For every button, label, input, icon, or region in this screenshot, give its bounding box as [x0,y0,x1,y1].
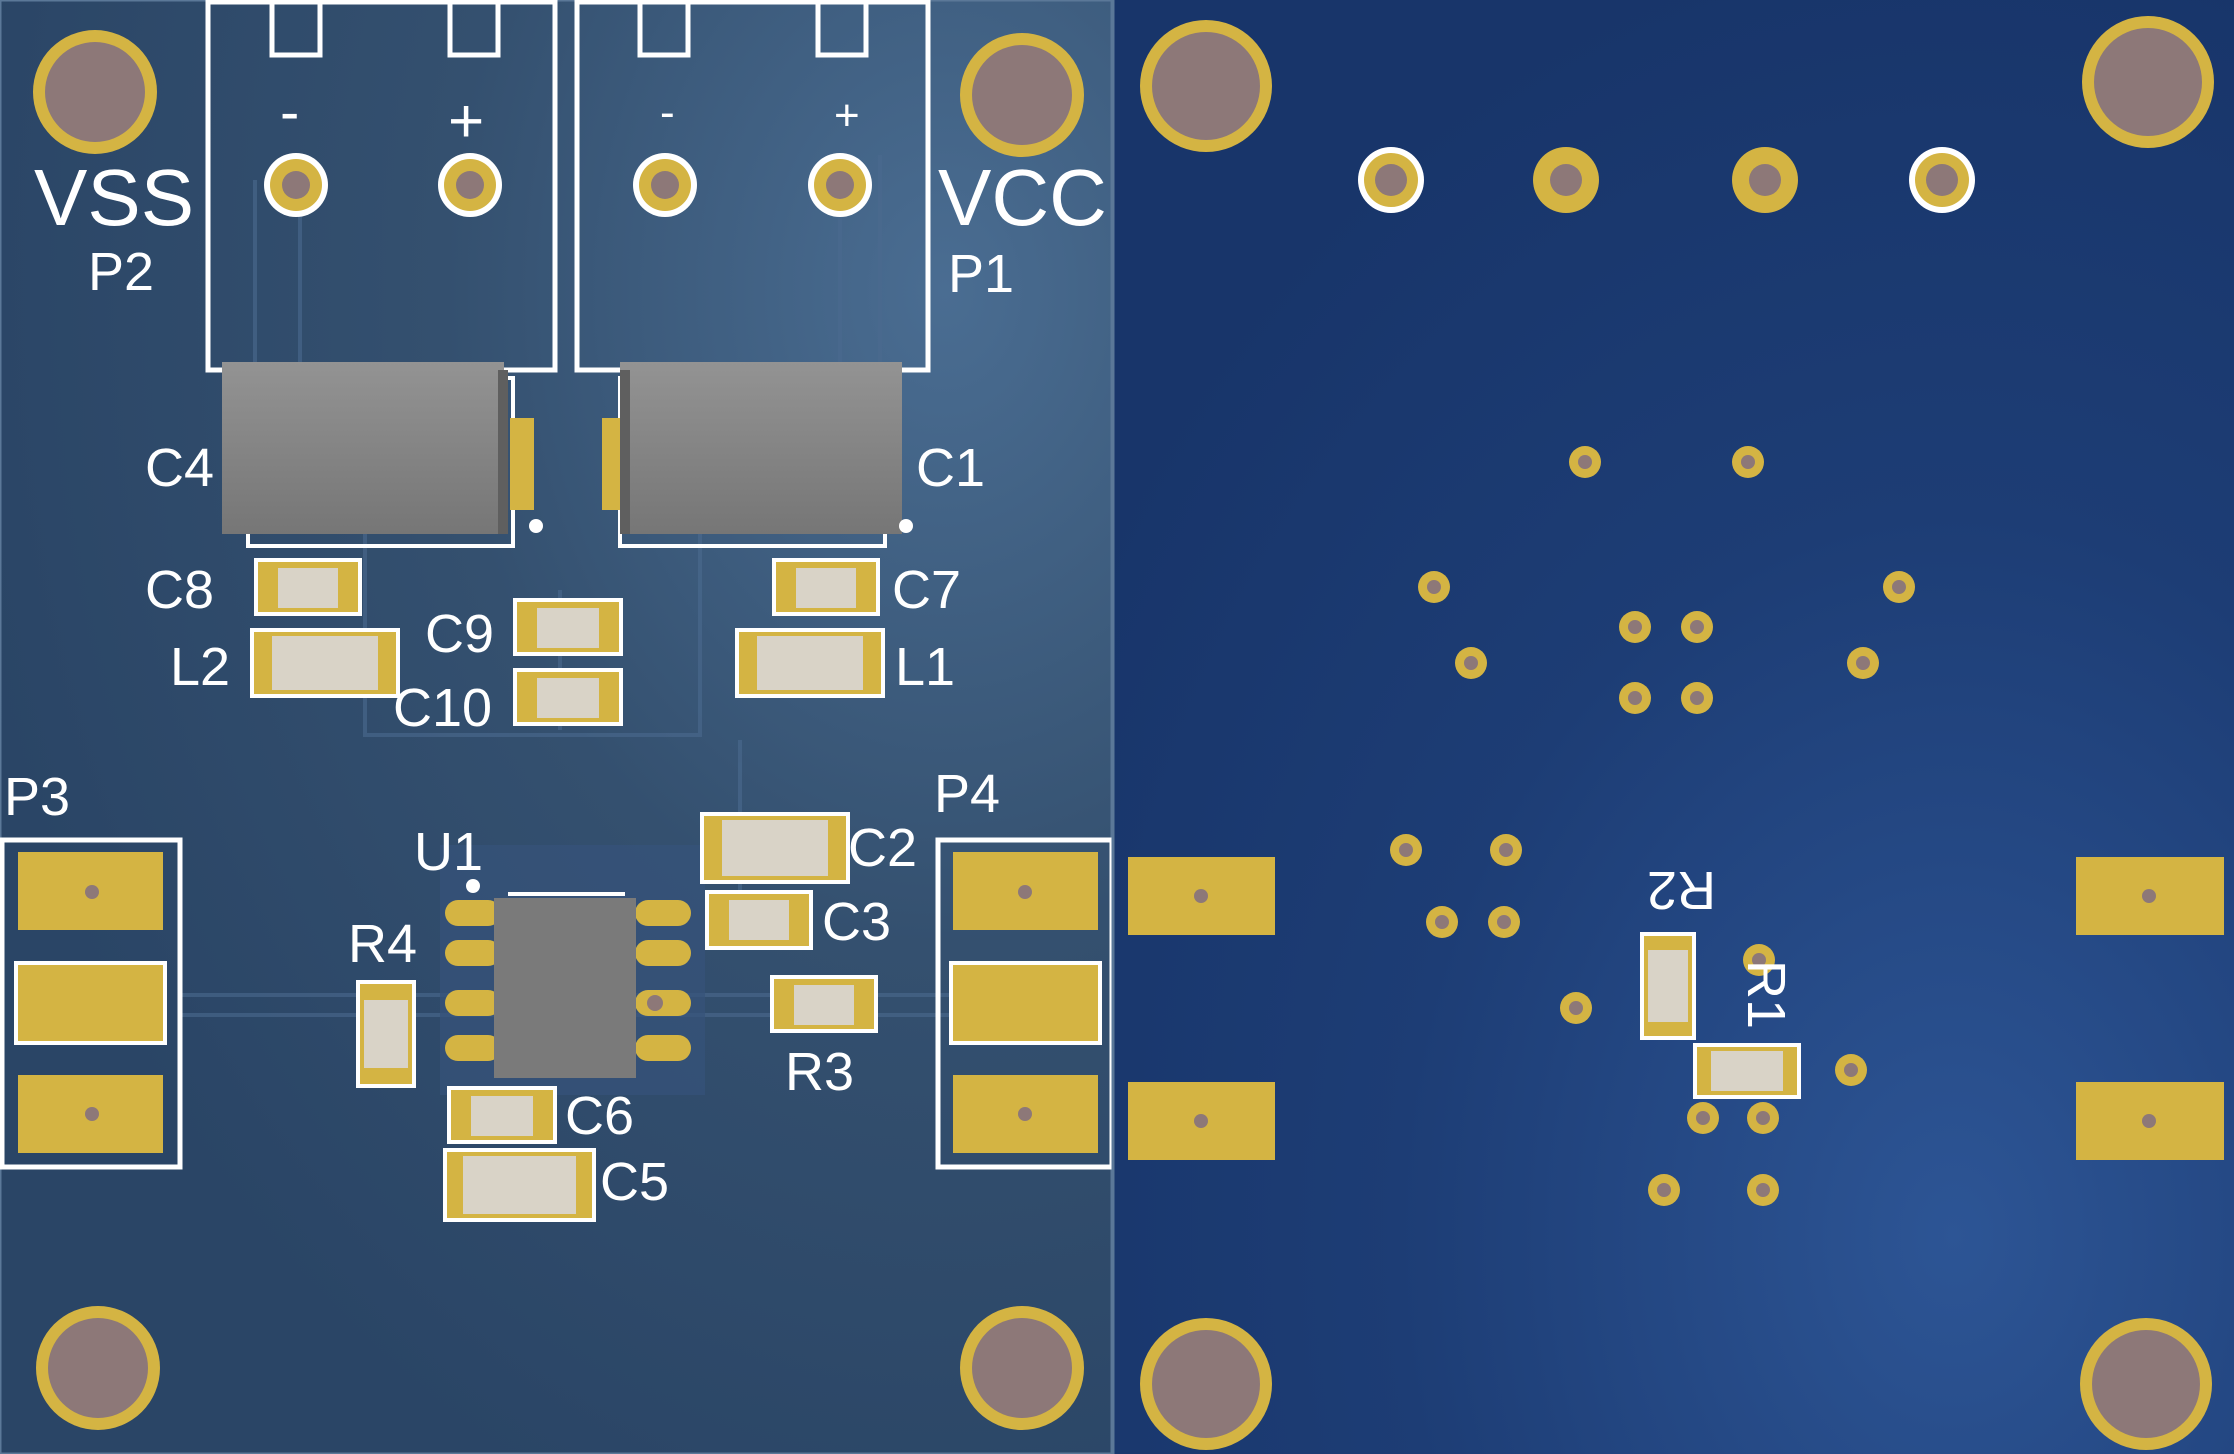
p4-label: P4 [934,764,1000,824]
c6-label: C6 [565,1086,634,1146]
c4-label: C4 [145,438,214,498]
c1-capacitor [602,362,913,548]
connector-pins [264,153,872,217]
p1-connector [574,0,931,373]
p1-minus-label: - [660,88,675,137]
vss-label: VSS [34,153,194,242]
r2-label: R2 [1647,860,1716,920]
p2-connector [205,0,558,373]
c2-label: C2 [848,818,917,878]
edge-pads-bottom [1128,857,2224,1160]
l2-label: L2 [170,637,230,697]
u1-ic [445,879,691,1078]
r4-label: R4 [348,914,417,974]
c1-label: C1 [916,438,985,498]
c5-label: C5 [600,1152,669,1212]
c9-label: C9 [425,604,494,664]
p2-minus-label: - [280,80,299,145]
p3-label: P3 [4,767,70,827]
c10-label: C10 [393,678,492,738]
c8-label: C8 [145,560,214,620]
mounting-holes-bottom [1140,16,2214,1450]
c4-capacitor [222,362,543,548]
l1-label: L1 [895,637,955,697]
u1-label: U1 [414,822,483,882]
vcc-label: VCC [938,153,1107,242]
c7-label: C7 [892,560,961,620]
p3-header [0,837,183,1170]
top-board: VSS VCC P2 P1 - + - + C4 C1 C8 C7 C9 L2 … [0,0,1115,1454]
p4-header [935,837,1115,1170]
r3-label: R3 [785,1042,854,1102]
vias [1390,446,1915,1206]
smd-components-top [250,558,885,1222]
through-holes-bottom [1358,147,1975,213]
mounting-holes-top [33,30,1084,1430]
p2-label: P2 [88,242,154,302]
r1-label: R1 [1736,960,1796,1029]
silkscreen-top: VSS VCC P2 P1 - + - + C4 C1 C8 C7 C9 L2 … [4,80,1107,1212]
p1-label: P1 [948,244,1014,304]
via-holes [1399,455,1906,1197]
p2-plus-label: + [448,87,484,156]
bottom-board: R2 R1 [1111,0,2234,1454]
bottom-resistors [1640,932,1801,1099]
p1-plus-label: + [834,91,860,140]
c3-label: C3 [822,892,891,952]
